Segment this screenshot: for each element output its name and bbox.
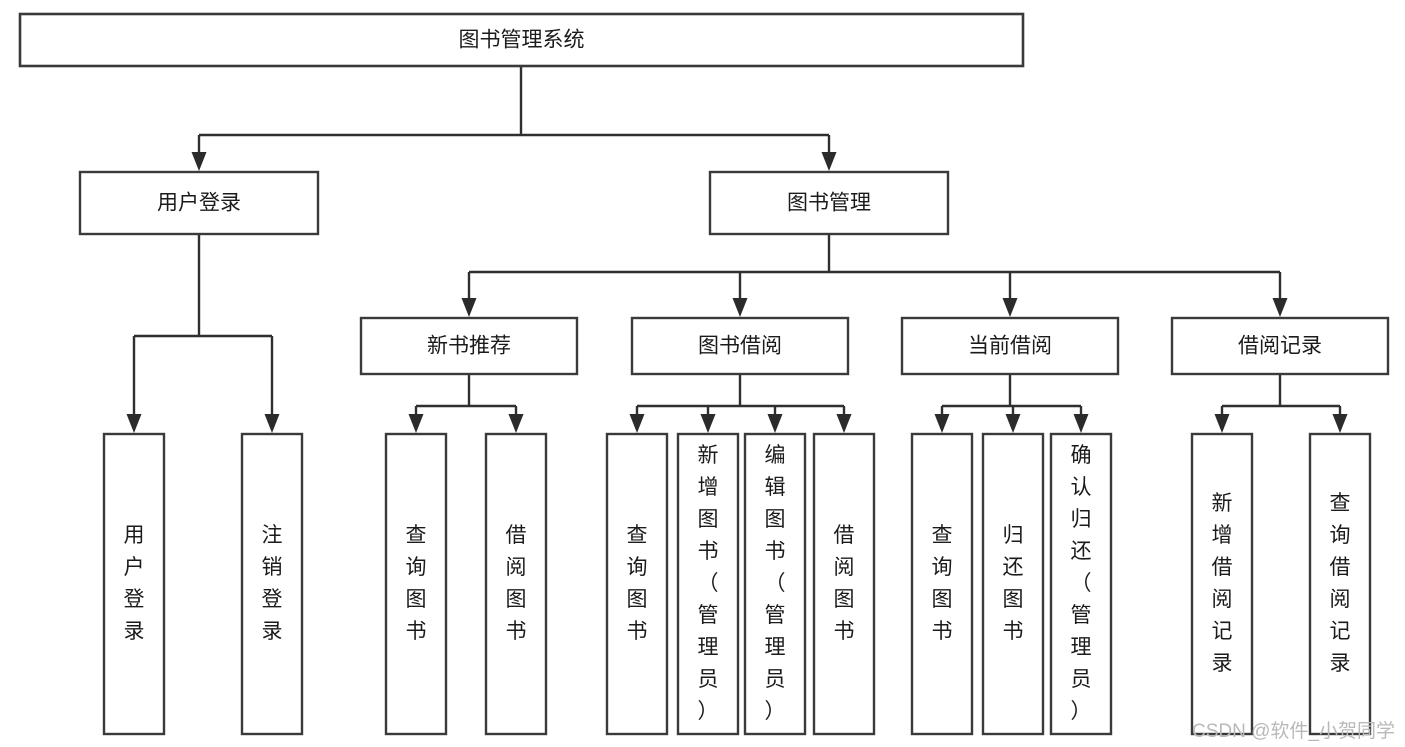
node-label-current-borrow: 当前借阅	[968, 335, 1052, 358]
node-leaf-confirm-return[interactable]: 确认归还（管理员）	[1049, 432, 1113, 736]
node-layer: 图书管理系统用户登录图书管理新书推荐图书借阅当前借阅借阅记录用户登录注销登录查询…	[18, 12, 1390, 736]
node-box-leaf-borrow-book[interactable]	[812, 432, 876, 736]
node-label-leaf-query-book-current: 查询图书	[932, 524, 953, 643]
node-label-user-login: 用户登录	[157, 192, 241, 215]
arrow-head-icon	[1005, 414, 1021, 433]
arrow-head-icon	[1073, 414, 1089, 433]
node-book-manage[interactable]: 图书管理	[708, 170, 950, 236]
arrow-head-icon	[732, 298, 748, 317]
arrow-head-icon	[508, 414, 524, 433]
node-box-leaf-query-book-current[interactable]	[910, 432, 974, 736]
edge-group-book-borrow-to-leaves	[629, 374, 852, 433]
node-box-current-borrow[interactable]	[900, 316, 1120, 376]
node-leaf-query-book-current[interactable]: 查询图书	[910, 432, 974, 736]
node-leaf-edit-book[interactable]: 编辑图书（管理员）	[743, 432, 807, 736]
node-label-leaf-confirm-return: 确认归还（管理员）	[1071, 444, 1092, 723]
node-label-leaf-add-book: 新增图书（管理员）	[698, 444, 719, 723]
edge-group-current-borrow-to-leaves	[934, 374, 1089, 433]
node-leaf-add-borrow-record[interactable]: 新增借阅记录	[1190, 432, 1254, 736]
node-label-leaf-query-book-borrow: 查询图书	[627, 524, 648, 643]
node-box-leaf-add-borrow-record[interactable]	[1190, 432, 1254, 736]
node-box-book-borrow[interactable]	[630, 316, 850, 376]
arrow-head-icon	[408, 414, 424, 433]
node-leaf-user-logout[interactable]: 注销登录	[240, 432, 304, 736]
node-label-book-manage: 图书管理	[787, 192, 871, 215]
csdn-watermark: CSDN @软件_小贺同学	[1192, 720, 1395, 742]
node-box-leaf-query-book-borrow[interactable]	[605, 432, 669, 736]
node-label-leaf-query-borrow-record: 查询借阅记录	[1330, 492, 1351, 675]
node-leaf-return-book[interactable]: 归还图书	[981, 432, 1045, 736]
arrow-head-icon	[1214, 414, 1230, 433]
arrow-head-icon	[264, 414, 280, 433]
node-borrow-record[interactable]: 借阅记录	[1170, 316, 1390, 376]
edge-group-book-manage-to-level3	[461, 234, 1288, 317]
node-box-book-manage[interactable]	[708, 170, 950, 236]
arrow-head-icon	[461, 298, 477, 317]
node-label-borrow-record: 借阅记录	[1238, 335, 1322, 358]
edge-group-borrow-record-to-leaves	[1214, 374, 1348, 433]
node-label-book-borrow: 图书借阅	[698, 335, 782, 358]
node-box-leaf-confirm-return[interactable]	[1049, 432, 1113, 736]
node-root[interactable]: 图书管理系统	[18, 12, 1025, 68]
node-box-new-book-recommend[interactable]	[359, 316, 579, 376]
node-label-new-book-recommend: 新书推荐	[427, 335, 511, 358]
arrow-head-icon	[836, 414, 852, 433]
node-user-login[interactable]: 用户登录	[78, 170, 320, 236]
node-book-borrow[interactable]: 图书借阅	[630, 316, 850, 376]
node-box-leaf-user-logout[interactable]	[240, 432, 304, 736]
arrow-head-icon	[191, 152, 207, 171]
node-box-leaf-return-book[interactable]	[981, 432, 1045, 736]
connector-layer	[126, 66, 1348, 433]
arrow-head-icon	[700, 414, 716, 433]
node-leaf-user-login[interactable]: 用户登录	[102, 432, 166, 736]
edge-group-new-book-to-leaves	[408, 374, 524, 433]
node-box-leaf-user-login[interactable]	[102, 432, 166, 736]
node-leaf-add-book[interactable]: 新增图书（管理员）	[676, 432, 740, 736]
node-box-leaf-borrow-book-new[interactable]	[484, 432, 548, 736]
node-new-book-recommend[interactable]: 新书推荐	[359, 316, 579, 376]
node-label-leaf-return-book: 归还图书	[1003, 524, 1024, 643]
arrow-head-icon	[767, 414, 783, 433]
arrow-head-icon	[629, 414, 645, 433]
arrow-head-icon	[934, 414, 950, 433]
node-current-borrow[interactable]: 当前借阅	[900, 316, 1120, 376]
node-label-root: 图书管理系统	[459, 29, 585, 52]
node-box-borrow-record[interactable]	[1170, 316, 1390, 376]
node-box-leaf-add-book[interactable]	[676, 432, 740, 736]
arrow-head-icon	[1002, 298, 1018, 317]
node-leaf-query-book-borrow[interactable]: 查询图书	[605, 432, 669, 736]
arrow-head-icon	[126, 414, 142, 433]
node-leaf-borrow-book[interactable]: 借阅图书	[812, 432, 876, 736]
node-box-leaf-edit-book[interactable]	[743, 432, 807, 736]
edge-group-user-login-to-leaves	[126, 234, 280, 433]
node-label-leaf-query-book-new: 查询图书	[406, 524, 427, 643]
node-label-leaf-borrow-book: 借阅图书	[834, 524, 855, 643]
node-label-leaf-user-logout: 注销登录	[262, 524, 283, 643]
node-label-leaf-add-borrow-record: 新增借阅记录	[1212, 492, 1233, 675]
node-leaf-borrow-book-new[interactable]: 借阅图书	[484, 432, 548, 736]
arrow-head-icon	[821, 152, 837, 171]
node-box-root[interactable]	[18, 12, 1025, 68]
node-label-leaf-borrow-book-new: 借阅图书	[506, 524, 527, 643]
arrow-head-icon	[1272, 298, 1288, 317]
node-box-leaf-query-book-new[interactable]	[384, 432, 448, 736]
edge-group-root-to-level2	[191, 66, 837, 171]
node-box-user-login[interactable]	[78, 170, 320, 236]
node-leaf-query-book-new[interactable]: 查询图书	[384, 432, 448, 736]
arrow-head-icon	[1332, 414, 1348, 433]
node-label-leaf-user-login: 用户登录	[124, 524, 145, 643]
node-box-leaf-query-borrow-record[interactable]	[1308, 432, 1372, 736]
node-leaf-query-borrow-record[interactable]: 查询借阅记录	[1308, 432, 1372, 736]
node-label-leaf-edit-book: 编辑图书（管理员）	[765, 444, 786, 723]
